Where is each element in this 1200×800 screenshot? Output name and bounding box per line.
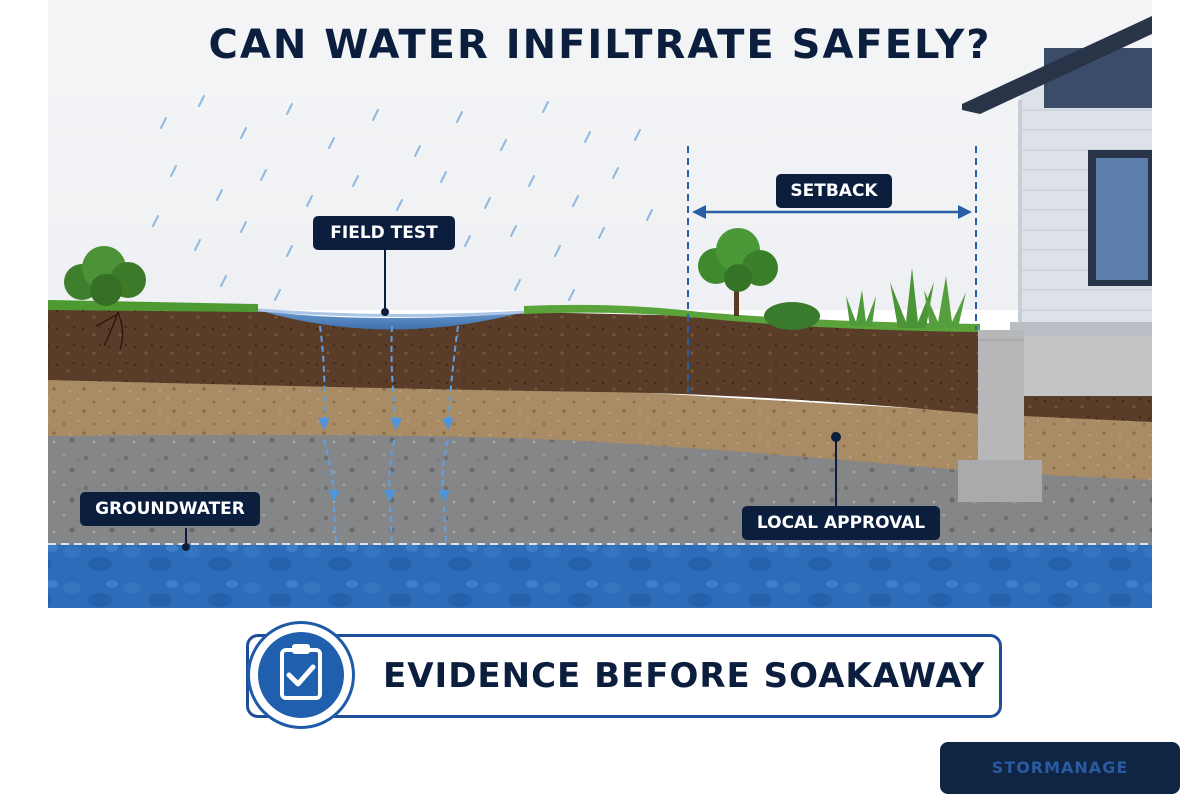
banner-text: EVIDENCE BEFORE SOAKAWAY [383, 656, 986, 696]
arrow-heads [318, 418, 454, 502]
shrubs-right [764, 268, 966, 330]
topsoil-texture [48, 308, 1152, 422]
rain [152, 95, 653, 301]
tree [698, 228, 778, 316]
infiltration-arrows [319, 325, 459, 543]
field-test-dot [381, 308, 389, 316]
field-test-label: FIELD TEST [313, 216, 455, 250]
groundwater-dot [182, 543, 190, 551]
roots [95, 311, 124, 351]
local-approval-label: LOCAL APPROVAL [742, 506, 940, 540]
house [962, 16, 1152, 336]
evidence-banner: EVIDENCE BEFORE SOAKAWAY [246, 621, 1002, 729]
infiltration-pond [258, 310, 524, 330]
setback-label: SETBACK [776, 174, 892, 208]
pond-surface [257, 308, 525, 318]
setback-arrow-left [692, 205, 706, 219]
sand-texture [48, 376, 1152, 480]
groundwater-label: GROUNDWATER [80, 492, 260, 526]
sky [48, 0, 1152, 310]
page-title: CAN WATER INFILTRATE SAFELY? [208, 22, 992, 68]
house-foundation [958, 330, 1152, 502]
groundwater-texture [48, 545, 1152, 608]
brand-badge: STORMANAGE [940, 742, 1180, 794]
bush-left [64, 246, 146, 306]
setback-arrow-right [958, 205, 972, 219]
local-approval-dot [831, 432, 841, 442]
clipboard-check-icon [247, 621, 355, 729]
